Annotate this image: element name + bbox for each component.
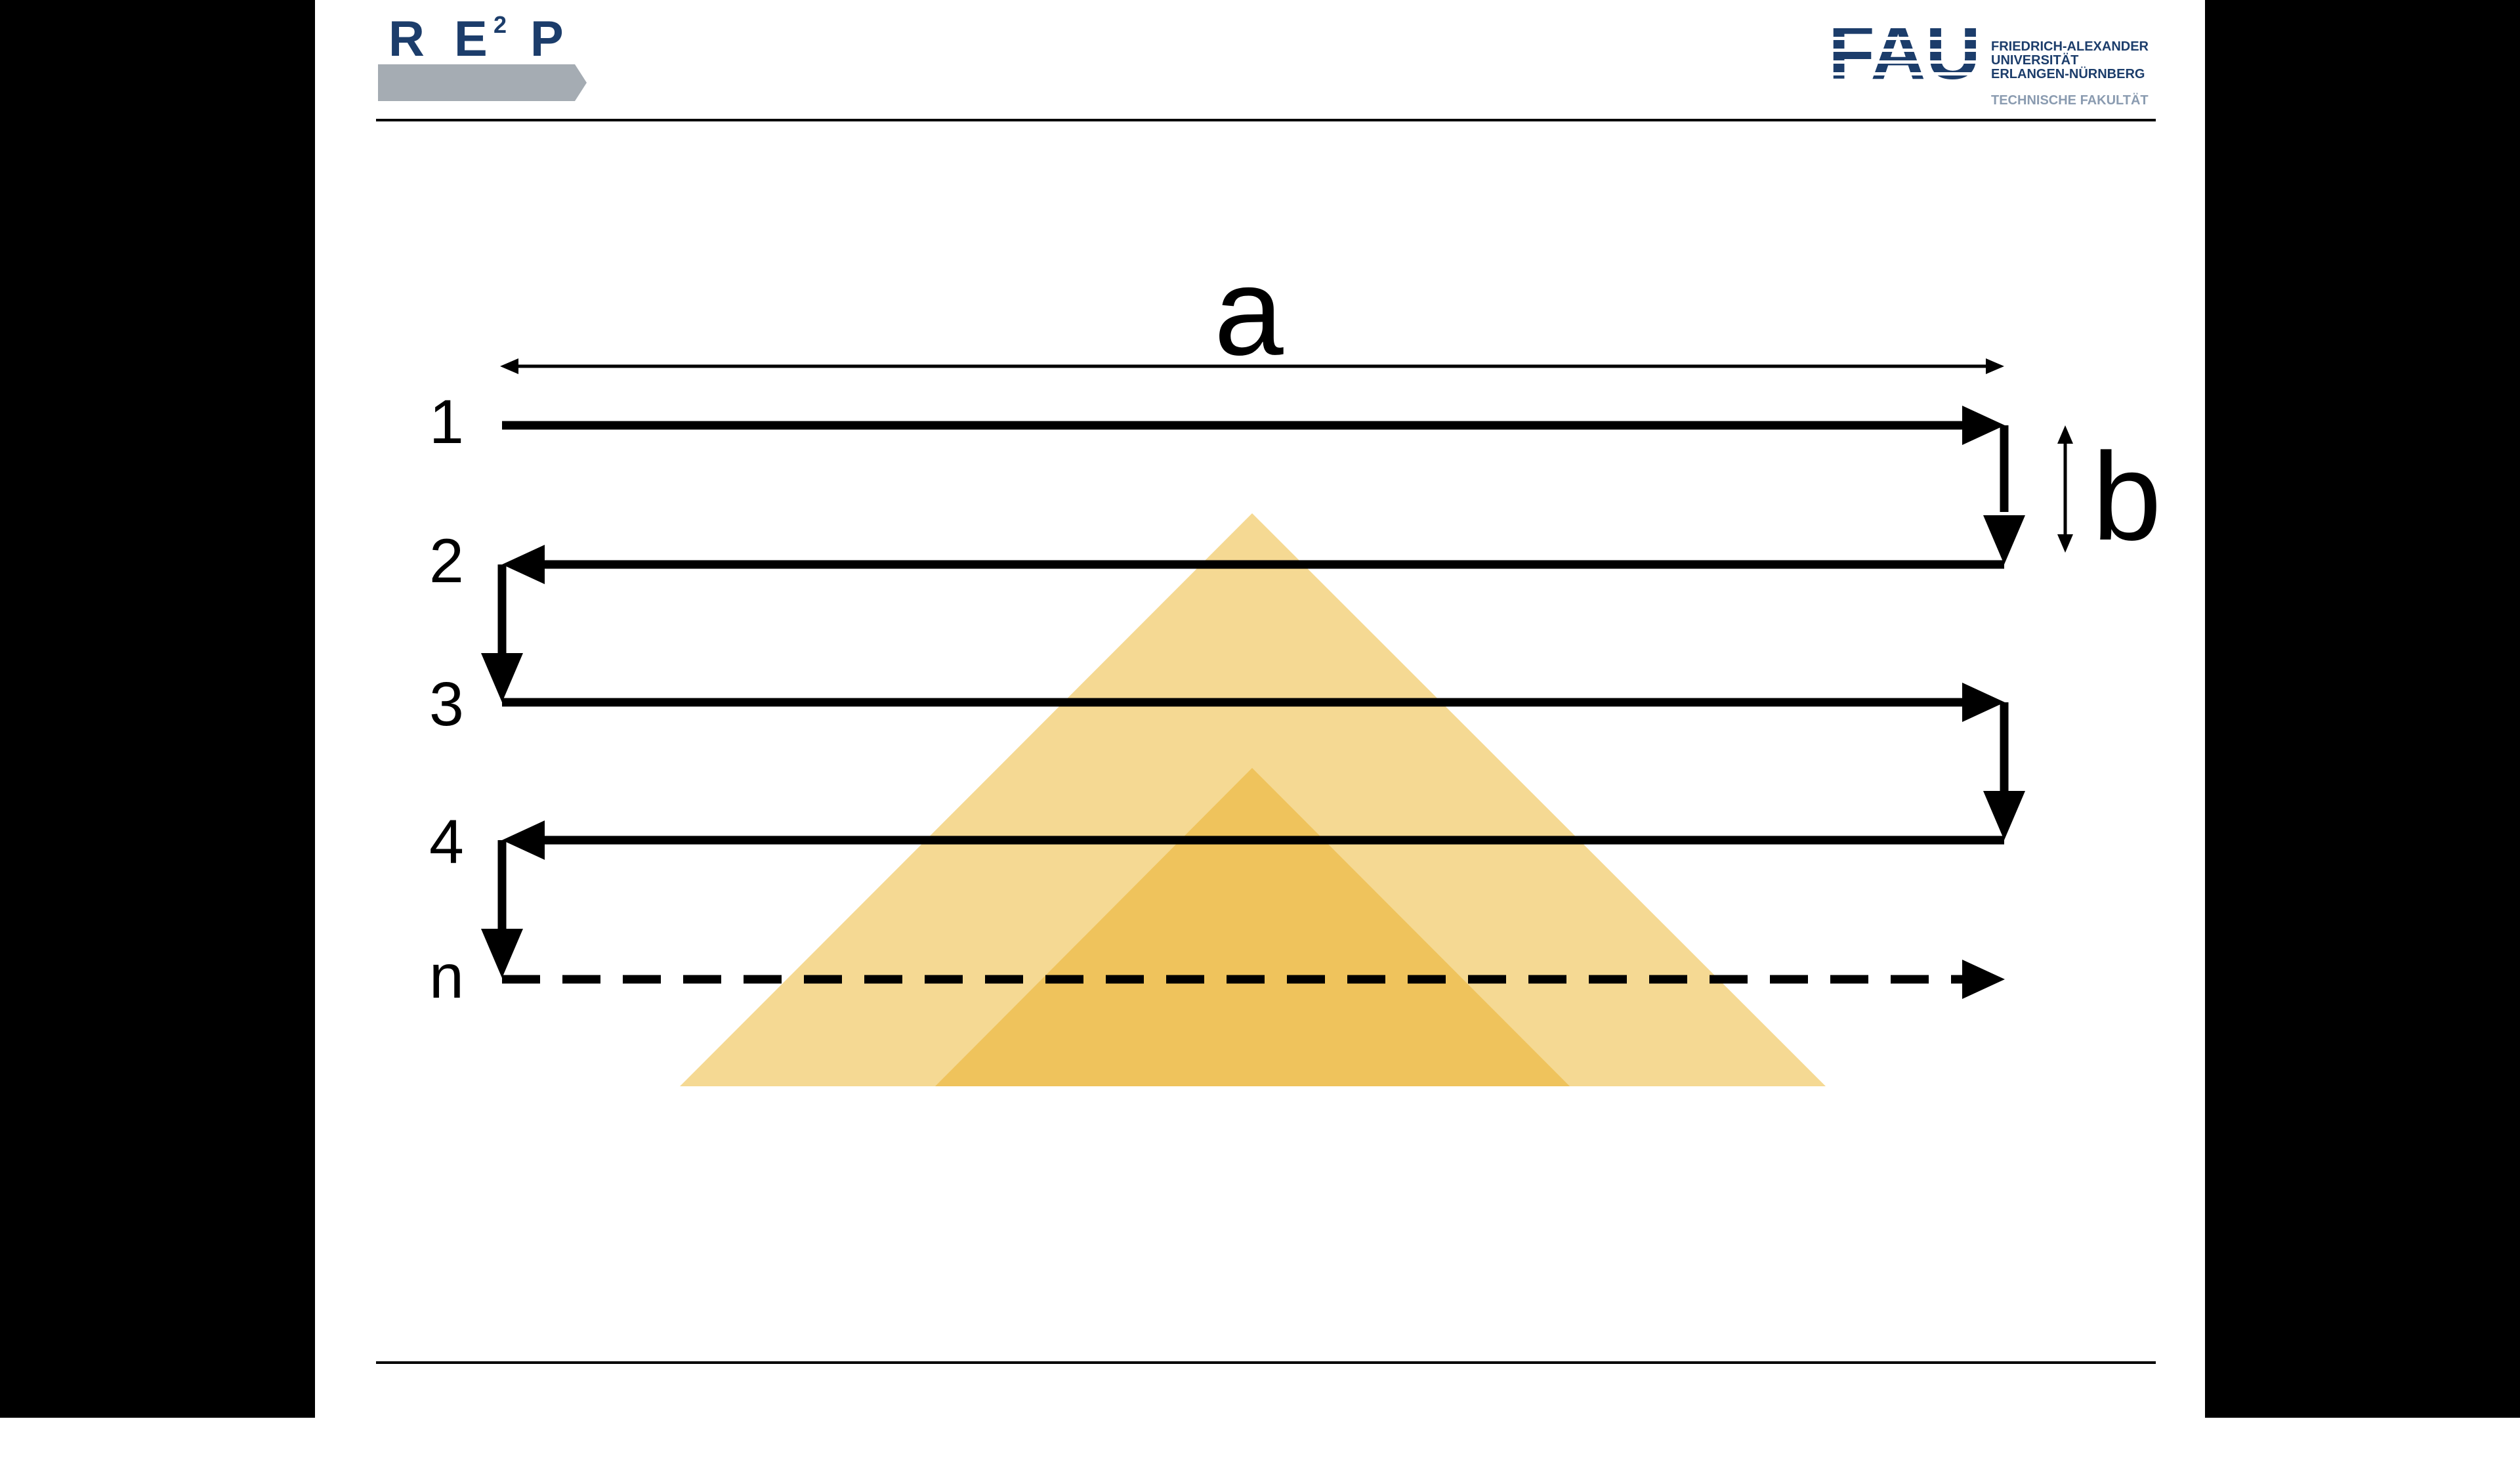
logo-letter-p: P	[530, 11, 564, 67]
row-3-arrowhead	[1962, 683, 2005, 722]
fau-line-1: FRIEDRICH-ALEXANDER	[1991, 39, 2149, 54]
row-label-n: n	[429, 942, 464, 1011]
fau-wordmark: FAU	[1828, 9, 1981, 96]
scan-path	[481, 406, 2025, 999]
dimension-a: a	[500, 242, 2004, 381]
logo-letter-e: E	[454, 11, 488, 67]
inner-triangle	[935, 768, 1570, 1086]
dimension-b: b	[2057, 425, 2162, 566]
fau-line-3: ERLANGEN-NÜRNBERG	[1991, 66, 2145, 81]
step-4-n-arrowhead	[481, 929, 523, 978]
dimension-b-label: b	[2092, 427, 2162, 566]
right-frame	[2205, 0, 2520, 1465]
bottom-gap	[0, 1418, 2520, 1465]
fau-wordmark-stripes	[1824, 25, 1984, 75]
logo-chevron-1	[378, 64, 457, 101]
logo-letter-r: R	[388, 11, 425, 67]
logo-chevron-3	[511, 64, 587, 101]
dimension-a-label: a	[1214, 242, 1284, 381]
logo-superscript: 2	[494, 11, 507, 38]
fau-line-2: UNIVERSITÄT	[1991, 53, 2078, 68]
row-label-2: 2	[429, 526, 464, 596]
row-1-arrowhead	[1962, 406, 2005, 445]
fau-line-4: TECHNISCHE FAKULTÄT	[1991, 93, 2149, 108]
step-2-3-arrowhead	[481, 653, 523, 702]
row-4-arrowhead	[502, 820, 545, 860]
row-2-arrowhead	[502, 545, 545, 584]
re2p-logo: R E 2 P	[378, 11, 587, 101]
step-1-2-arrowhead	[1983, 515, 2025, 564]
row-label-4: 4	[429, 807, 464, 877]
left-frame	[0, 0, 315, 1465]
fau-logo: FAU FRIEDRICH-ALEXANDER UNIVERSITÄT ERLA…	[1824, 9, 2149, 108]
row-n-arrowhead	[1962, 960, 2005, 999]
logo-chevron-2	[444, 64, 524, 101]
step-3-4-arrowhead	[1983, 791, 2025, 840]
row-label-3: 3	[429, 669, 464, 739]
row-label-1: 1	[429, 387, 464, 457]
